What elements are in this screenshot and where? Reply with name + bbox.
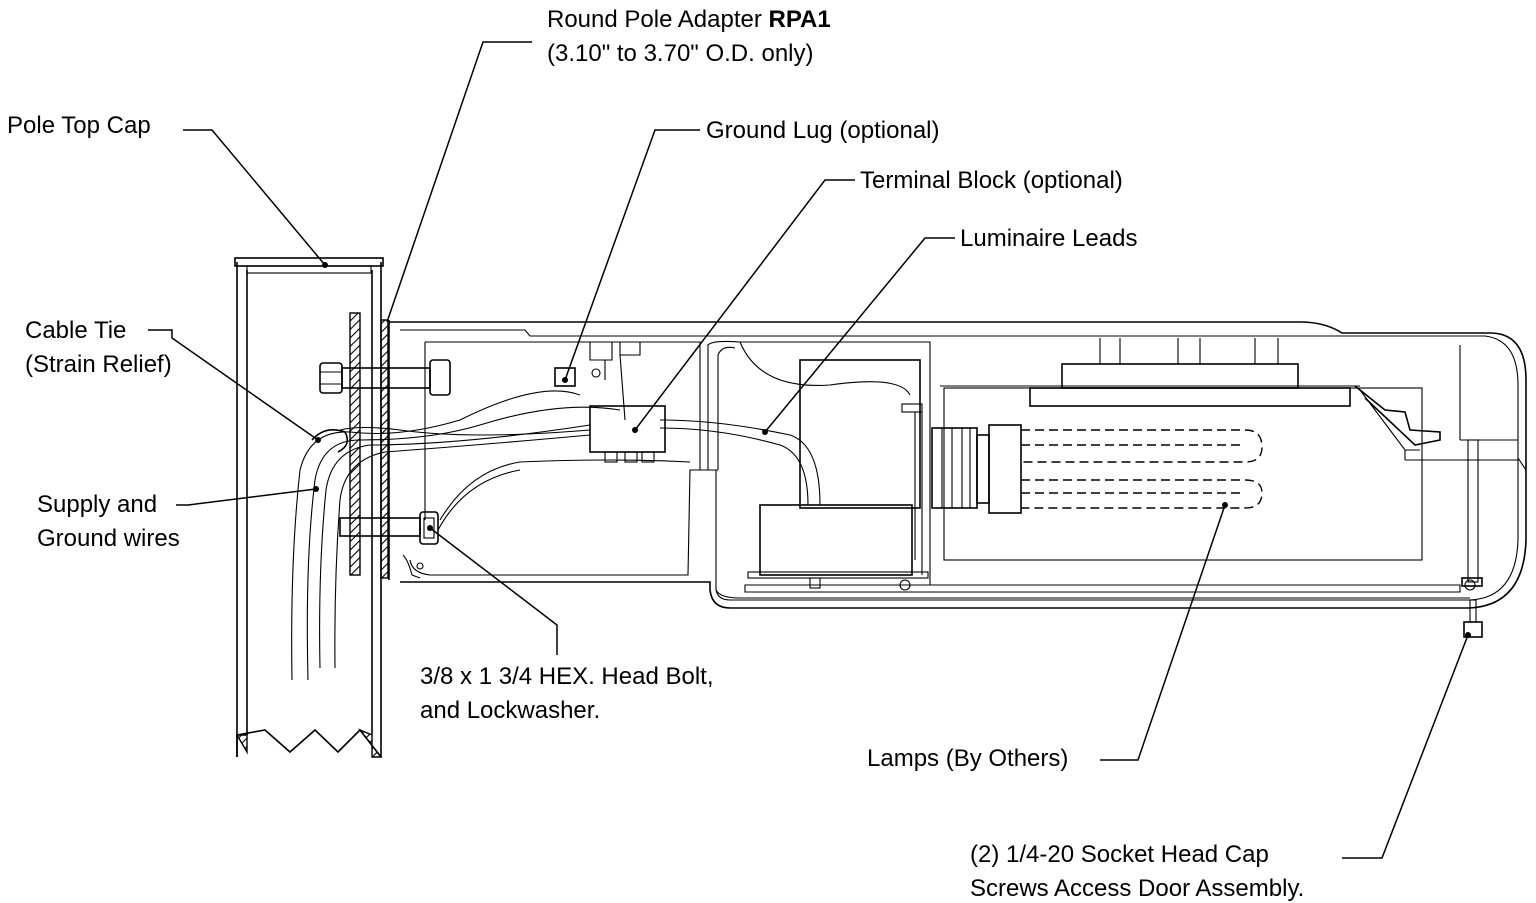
ground-lug-label: Ground Lug (optional): [706, 117, 939, 144]
pole-top-cap-label: Pole Top Cap: [7, 112, 151, 139]
rpa-label: Round Pole Adapter RPA1: [547, 6, 831, 33]
lower-bolt: [339, 511, 439, 545]
round-pole-adapter: [349, 312, 390, 580]
housing: [389, 321, 1527, 638]
lamps: [1021, 429, 1263, 509]
upper-bolt: [319, 359, 451, 396]
access-door-label: Screws Access Door Assembly.: [970, 875, 1304, 902]
luminaire-leads-label: Luminaire Leads: [960, 225, 1137, 252]
hex-bolt-label: 3/8 x 1 3/4 HEX. Head Bolt,: [420, 663, 714, 690]
strain-relief-label: (Strain Relief): [25, 351, 172, 378]
leader-lines: [148, 41, 1471, 859]
lockwasher-label: and Lockwasher.: [420, 697, 600, 724]
lamps-label: Lamps (By Others): [867, 745, 1068, 772]
supply-wires-label: Supply and: [37, 491, 157, 518]
wires: [291, 341, 911, 681]
cable-tie-label: Cable Tie: [25, 317, 126, 344]
pole-top-cap: [234, 257, 384, 274]
terminal-block: [589, 405, 666, 463]
terminal-block-label: Terminal Block (optional): [860, 167, 1123, 194]
ground-wires-label: Ground wires: [37, 525, 180, 552]
rpa-od-label: (3.10" to 3.70" O.D. only): [547, 40, 814, 67]
socket-screws-label: (2) 1/4-20 Socket Head Cap: [970, 841, 1269, 868]
